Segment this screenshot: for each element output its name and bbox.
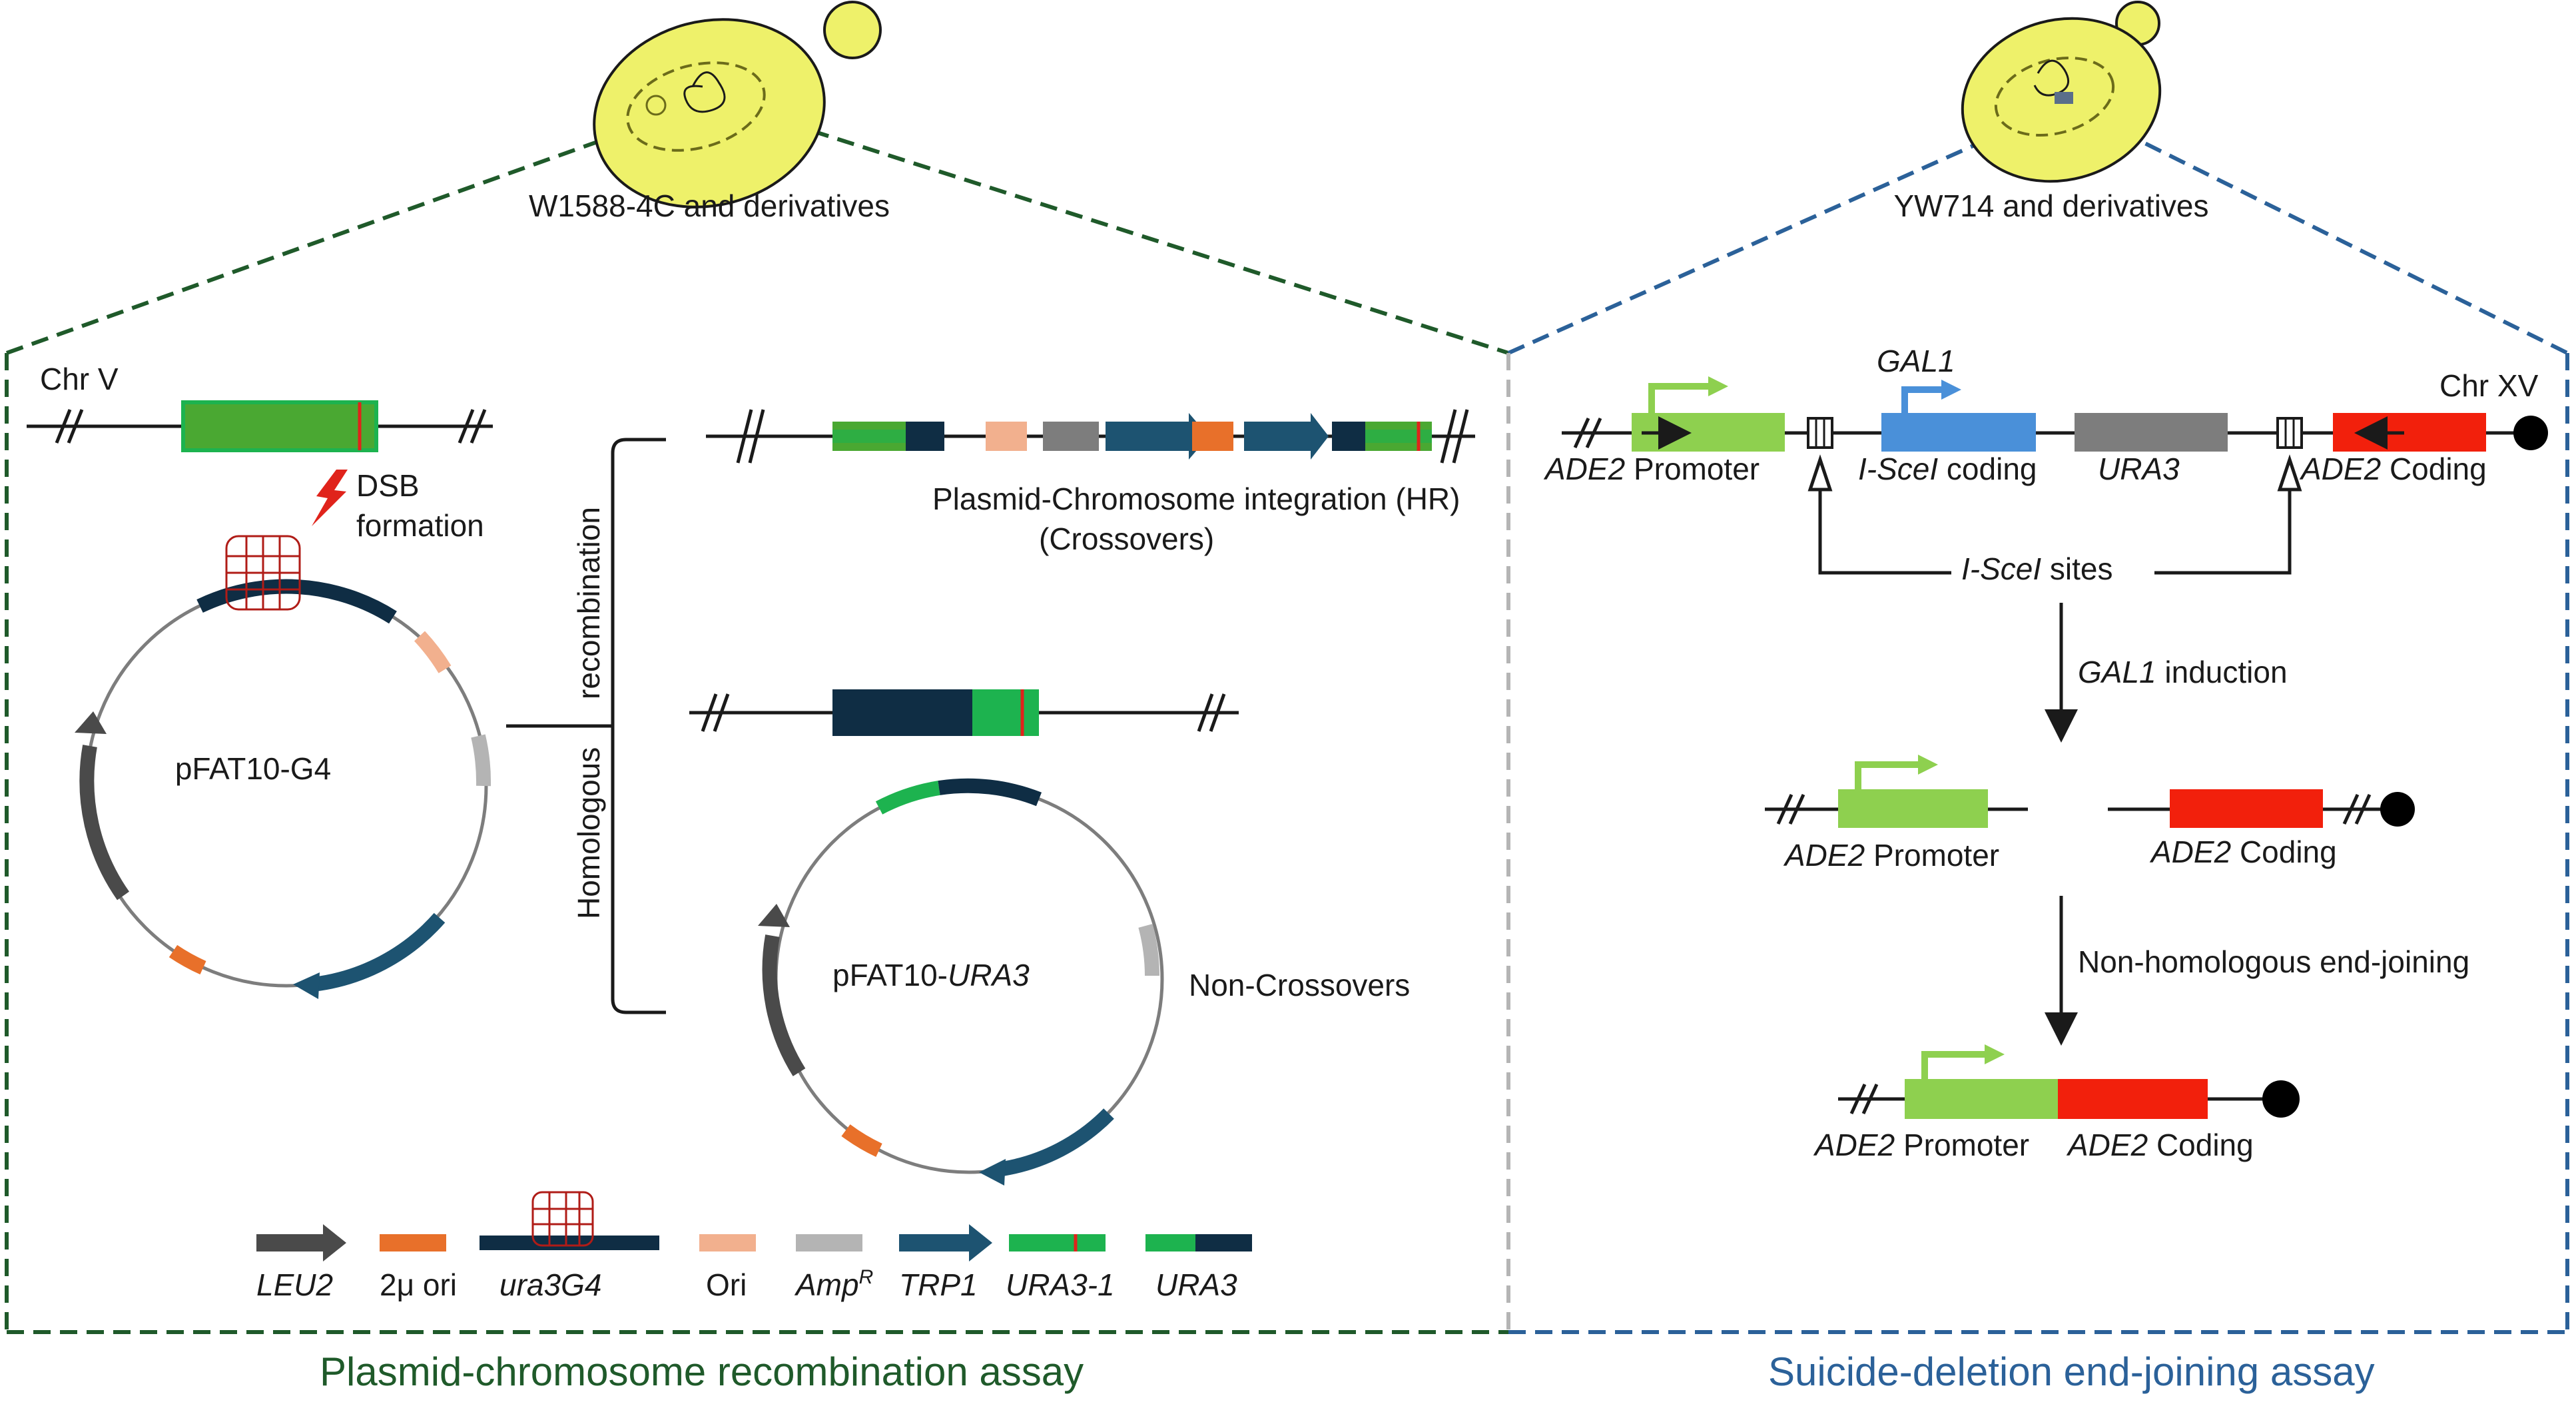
joined-promoter-label: ADE2 Promoter bbox=[1813, 1128, 2029, 1162]
legend-leu2: LEU2 bbox=[256, 1224, 346, 1302]
chr-v-locus bbox=[27, 400, 493, 452]
svg-text:2μ ori: 2μ ori bbox=[380, 1267, 457, 1302]
legend-trp1: TRP1 bbox=[899, 1224, 992, 1302]
nhej-label: Non-homologous end-joining bbox=[2078, 944, 2469, 979]
ura3-label: URA3 bbox=[2098, 452, 2180, 486]
isce-sites-label: I-SceI sites bbox=[1961, 551, 2113, 586]
svg-text:LEU2: LEU2 bbox=[256, 1267, 333, 1302]
homologous-label: Homologous bbox=[571, 747, 606, 919]
cleaved-coding-label: ADE2 Coding bbox=[2149, 835, 2337, 869]
chr-xv-locus bbox=[1562, 376, 2548, 452]
legend-ura3-1: URA3-1 bbox=[1006, 1234, 1115, 1302]
right-caption: Suicide-deletion end-joining assay bbox=[1768, 1349, 2375, 1394]
hr-bracket bbox=[506, 438, 666, 1014]
legend-ura3: URA3 bbox=[1145, 1234, 1252, 1302]
dsb-formation-label: formation bbox=[356, 508, 484, 543]
gal1-label: GAL1 bbox=[1877, 344, 1955, 378]
legend: LEU2 2μ ori ura3G4 Ori AmpR TRP1 bbox=[256, 1191, 1252, 1302]
svg-text:AmpR: AmpR bbox=[794, 1266, 873, 1302]
plasmid-ura3-label: pFAT10-URA3 bbox=[832, 958, 1030, 992]
integration-locus bbox=[706, 409, 1475, 464]
legend-2micron: 2μ ori bbox=[380, 1234, 457, 1302]
crossovers-label: (Crossovers) bbox=[1039, 522, 1214, 556]
plasmid-g4-label: pFAT10-G4 bbox=[175, 751, 331, 786]
right-panel-border bbox=[1507, 118, 2569, 1334]
yeast-cell-left-icon bbox=[593, 1, 882, 208]
recombination-label: recombination bbox=[571, 507, 606, 699]
lightning-icon bbox=[312, 470, 348, 526]
plasmid-pfat10-g4 bbox=[75, 535, 491, 999]
cleaved-promoter-fragment bbox=[1765, 755, 2028, 828]
ade2-coding-label: ADE2 Coding bbox=[2299, 452, 2487, 486]
cleaved-coding-fragment bbox=[2108, 789, 2415, 828]
joined-coding-label: ADE2 Coding bbox=[2066, 1128, 2254, 1162]
noncrossover-locus bbox=[689, 689, 1239, 736]
gal1-induction-label: GAL1 induction bbox=[2078, 655, 2288, 689]
chr-xv-label: Chr XV bbox=[2439, 368, 2539, 403]
isce-sites-pointer bbox=[1807, 454, 2302, 575]
joined-product bbox=[1838, 1044, 2300, 1119]
legend-ori: Ori bbox=[699, 1234, 756, 1302]
chr-v-label: Chr V bbox=[40, 362, 119, 396]
legend-ura3g4: ura3G4 bbox=[480, 1191, 659, 1302]
ade2-promoter-label: ADE2 Promoter bbox=[1543, 452, 1760, 486]
isce-coding-label: I-SceI coding bbox=[1858, 452, 2037, 486]
right-strain-label: YW714 and derivatives bbox=[1893, 188, 2208, 223]
svg-text:URA3-1: URA3-1 bbox=[1006, 1267, 1115, 1302]
g4-quadruplex-icon bbox=[225, 535, 301, 611]
plasmid-pfat10-ura3 bbox=[758, 778, 1164, 1186]
svg-text:ura3G4: ura3G4 bbox=[499, 1267, 601, 1302]
cleaved-promoter-label: ADE2 Promoter bbox=[1783, 838, 1999, 873]
legend-amp: AmpR bbox=[794, 1234, 873, 1302]
dsb-label: DSB bbox=[356, 468, 420, 503]
svg-text:URA3: URA3 bbox=[1155, 1267, 1237, 1302]
svg-text:Ori: Ori bbox=[706, 1267, 747, 1302]
left-strain-label: W1588-4C and derivatives bbox=[529, 188, 890, 223]
svg-text:TRP1: TRP1 bbox=[899, 1267, 978, 1302]
integration-label: Plasmid-Chromosome integration (HR) bbox=[932, 482, 1460, 516]
yeast-cell-right-icon bbox=[1961, 1, 2162, 183]
noncrossover-label: Non-Crossovers bbox=[1189, 968, 1410, 1002]
left-panel-border bbox=[5, 105, 1509, 1334]
left-caption: Plasmid-chromosome recombination assay bbox=[320, 1349, 1084, 1394]
